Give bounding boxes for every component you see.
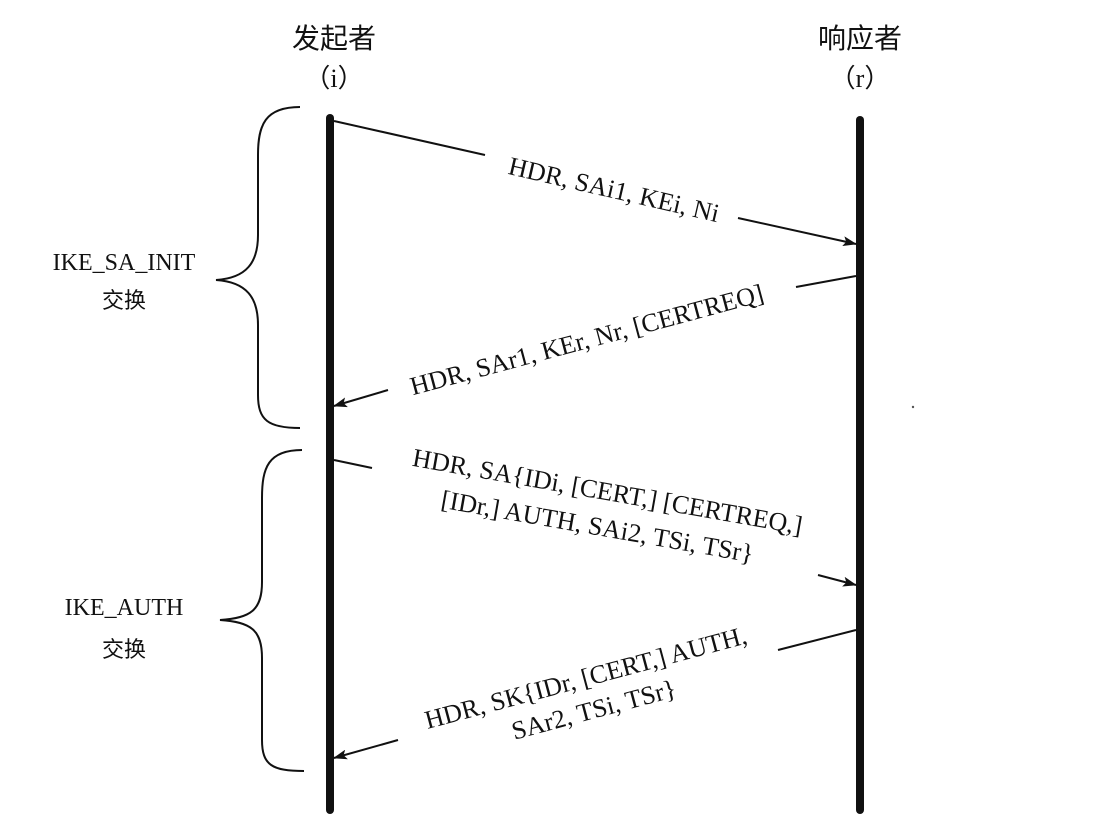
message-1-label: HDR, SAi1, KEi, Ni: [506, 151, 722, 228]
initiator-name: 发起者: [292, 22, 376, 55]
responder-tag: （r）: [830, 64, 891, 93]
message-4-arrow: [333, 739, 399, 760]
ike-auth-sublabel: 交换: [102, 638, 146, 663]
ike-sa-init-label: IKE_SA_INIT: [53, 250, 196, 276]
ike-sa-init-sublabel: 交换: [102, 289, 146, 314]
message-2-label: HDR, SAr1, KEr, Nr, [CERTREQ]: [407, 279, 767, 401]
message-2-arrow: [333, 389, 389, 408]
message-3-arrow-tail: [333, 459, 373, 469]
ike-auth-brace: [219, 449, 305, 772]
stray-dot: [911, 405, 915, 409]
ike-auth-label: IKE_AUTH: [65, 595, 184, 621]
message-4-arrow-tail: [777, 629, 857, 651]
ike-sa-init-brace: [215, 106, 301, 429]
responder-name: 响应者: [818, 22, 902, 55]
message-1-arrow-tail: [333, 120, 486, 156]
message-1-arrow: [737, 217, 857, 247]
message-2-arrow-tail: [795, 275, 857, 288]
initiator-tag: （i）: [304, 64, 363, 93]
message-3-arrow: [817, 574, 857, 587]
